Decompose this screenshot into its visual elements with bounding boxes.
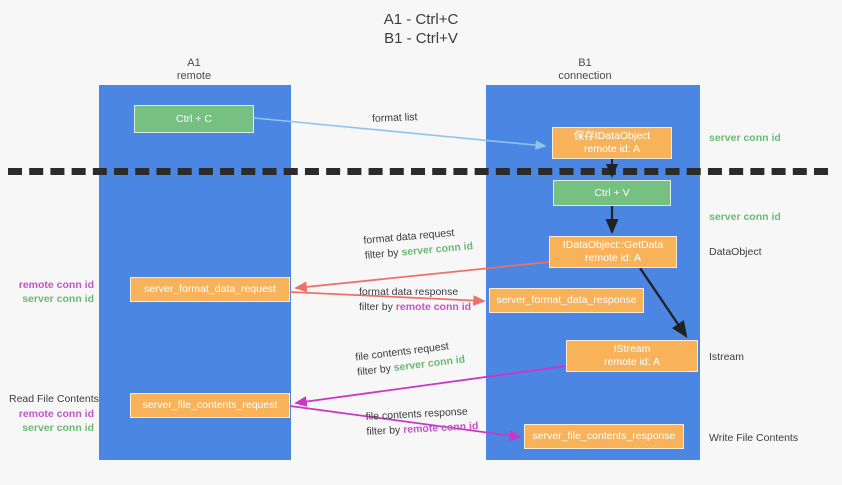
- node-server-file-contents-response-label: server_file_contents_response: [532, 430, 676, 442]
- column-header-b1: B1 connection: [495, 57, 675, 83]
- wire-getdata-to-istream: [639, 267, 688, 338]
- node-server-file-contents-request[interactable]: server_file_contents_request: [130, 393, 290, 418]
- filter-prefix: filter by: [356, 362, 395, 379]
- annotation-server-conn-id-a: server conn id: [22, 293, 94, 305]
- page-title: A1 - Ctrl+C B1 - Ctrl+V: [0, 10, 842, 48]
- node-server-format-data-response-label: server_format_data_response: [496, 294, 637, 306]
- annotation-server-conn-id-top: server conn id: [709, 132, 781, 144]
- filter-prefix: filter by: [364, 246, 402, 262]
- node-istream[interactable]: IStream remote id: A: [566, 340, 698, 372]
- edge-label-format-data-response-title: format data response: [359, 286, 459, 298]
- node-idataobject-getdata[interactable]: IDataObject::GetData remote id: A: [549, 236, 677, 268]
- title-line-1: A1 - Ctrl+C: [383, 11, 459, 28]
- node-save-idataobject-line2: remote id: A: [583, 143, 641, 155]
- node-server-format-data-request-label: server_format_data_request: [144, 283, 276, 295]
- node-server-file-contents-request-label: server_file_contents_request: [142, 399, 278, 411]
- filter-prefix: filter by: [366, 424, 404, 438]
- annotation-remote-conn-id-a: remote conn id: [18, 279, 94, 291]
- column-a1-name: A1: [187, 57, 201, 69]
- annotation-read-file-contents: Read File Contents: [9, 393, 99, 405]
- annotation-server-conn-id-mid: server conn id: [709, 211, 781, 223]
- edge-label-format-list: format list: [372, 110, 418, 127]
- annotation-remote-conn-id-b: remote conn id: [18, 408, 94, 420]
- title-line-2: B1 - Ctrl+V: [384, 30, 458, 47]
- node-ctrl-v[interactable]: Ctrl + V: [553, 180, 671, 206]
- filter-key-remote-conn-id: remote conn id: [395, 301, 472, 313]
- node-istream-line1: IStream: [613, 343, 651, 355]
- filter-key-remote-conn-id: remote conn id: [402, 420, 479, 436]
- node-ctrl-v-label: Ctrl + V: [594, 186, 630, 199]
- wire-format-data-response: [289, 291, 486, 306]
- edge-label-format-data-response-filter: filter by remote conn id: [359, 300, 471, 315]
- edge-label-file-contents-response: file contents response filter by remote …: [365, 404, 478, 440]
- annotation-write-file-contents: Write File Contents: [709, 432, 799, 444]
- wire-format-list: [253, 117, 547, 150]
- wire-file-contents-response: [289, 405, 522, 441]
- node-server-format-data-request[interactable]: server_format_data_request: [130, 277, 290, 302]
- annotation-conn-ids-lower: remote conn id server conn id: [9, 407, 94, 435]
- edge-label-format-data-response: format data response filter by remote co…: [359, 285, 471, 315]
- column-a1-sub: remote: [176, 70, 212, 82]
- node-istream-line2: remote id: A: [603, 356, 661, 368]
- node-getdata-line1: IDataObject::GetData: [562, 239, 664, 251]
- node-ctrl-c-label: Ctrl + C: [176, 112, 212, 125]
- wire-file-contents-request: [294, 365, 567, 407]
- annotation-conn-ids-upper: remote conn id server conn id: [9, 278, 94, 306]
- node-save-idataobject-line1: 保存IDataObject: [573, 130, 651, 142]
- wire-format-data-request: [294, 261, 550, 293]
- annotation-istream: Istream: [709, 351, 745, 363]
- node-save-idataobject[interactable]: 保存IDataObject remote id: A: [552, 127, 672, 159]
- node-server-format-data-response[interactable]: server_format_data_response: [489, 288, 644, 313]
- edge-label-format-list-text: format list: [371, 111, 418, 125]
- node-getdata-line2: remote id: A: [584, 252, 642, 264]
- node-server-file-contents-response[interactable]: server_file_contents_response: [524, 424, 684, 449]
- annotation-server-conn-id-b: server conn id: [22, 422, 94, 434]
- node-ctrl-c[interactable]: Ctrl + C: [134, 105, 254, 133]
- column-b1-sub: connection: [558, 70, 612, 82]
- trust-boundary-divider: [8, 168, 828, 175]
- column-b1-name: B1: [578, 57, 592, 69]
- annotation-dataobject: DataObject: [709, 246, 762, 258]
- column-header-a1: A1 remote: [104, 57, 284, 83]
- filter-prefix: filter by: [359, 301, 396, 313]
